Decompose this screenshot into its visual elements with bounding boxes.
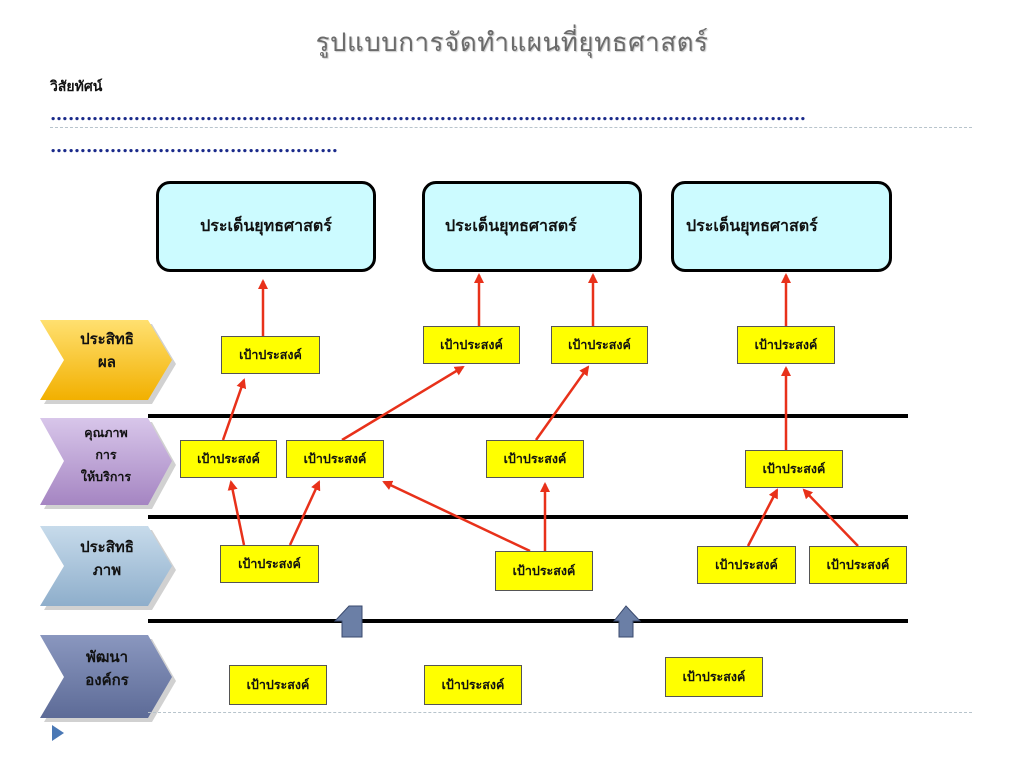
bottom-divider — [148, 712, 972, 713]
chevron-shape-efficiency-result — [40, 320, 176, 404]
arrow-quality1-to-result1 — [221, 378, 247, 441]
arrow-quality2-to-result2 — [341, 365, 465, 442]
objective-org-2: เป้าประสงค์ — [424, 665, 522, 705]
objective-process-2: เป้าประสงค์ — [495, 551, 593, 591]
objective-result-2: เป้าประสงค์ — [423, 326, 520, 364]
vision-dotted-line-1: …………………………………………………………………………………………………………… — [50, 104, 806, 125]
chevron-shape-efficiency-process — [40, 526, 176, 610]
arrow-process4-to-quality4 — [802, 488, 859, 547]
perspective-service-quality-label: คุณภาพการให้บริการ — [80, 425, 132, 484]
objective-process-3: เป้าประสงค์ — [697, 546, 796, 584]
objective-process-1: เป้าประสงค์ — [220, 545, 319, 583]
lane-divider-3 — [148, 619, 908, 623]
arrow-process1-to-quality2 — [288, 480, 321, 546]
objective-result-1: เป้าประสงค์ — [221, 336, 320, 374]
vision-divider — [50, 127, 972, 128]
objective-result-4: เป้าประสงค์ — [737, 326, 835, 364]
arrow-process3-to-quality4 — [746, 488, 779, 547]
objective-quality-1: เป้าประสงค์ — [180, 440, 277, 478]
objective-result-3: เป้าประสงค์ — [551, 326, 648, 364]
lane-divider-2 — [148, 515, 908, 519]
chevron-shape-service-quality — [40, 418, 176, 509]
play-icon — [52, 725, 64, 741]
objective-quality-4: เป้าประสงค์ — [745, 450, 843, 488]
objective-quality-2: เป้าประสงค์ — [286, 440, 384, 478]
vision-label: วิสัยทัศน์ — [50, 79, 103, 95]
arrow-quality3-to-result3 — [534, 365, 590, 441]
perspective-org-development-label: พัฒนาองค์กร — [85, 648, 129, 690]
strategic-issue-box-1: ประเด็นยุทธศาสตร์ — [156, 181, 376, 272]
strategic-issue-box-3: ประเด็นยุทธศาสตร์ — [671, 181, 892, 272]
arrow-process2-to-quality2 — [382, 480, 531, 553]
objective-org-1: เป้าประสงค์ — [229, 665, 327, 705]
strategic-issue-box-2: ประเด็นยุทธศาสตร์ — [422, 181, 642, 272]
objective-quality-3: เป้าประสงค์ — [486, 440, 584, 478]
arrow-process1-to-quality1 — [227, 480, 246, 546]
vision-dotted-line-2: ………………………………………… — [50, 136, 338, 157]
objective-process-4: เป้าประสงค์ — [809, 546, 907, 584]
lane-divider-1 — [148, 414, 908, 418]
block-up-arrow-2 — [612, 605, 642, 638]
block-up-arrow-1 — [333, 605, 363, 638]
perspective-efficiency-result-label: ประสิทธิผล — [80, 330, 134, 372]
perspective-efficiency-process-label: ประสิทธิภาพ — [80, 538, 134, 580]
page-title: รูปแบบการจัดทำแผนที่ยุทธศาสตร์ — [315, 28, 709, 58]
objective-org-3: เป้าประสงค์ — [665, 657, 763, 697]
chevron-shape-org-development — [40, 635, 176, 722]
